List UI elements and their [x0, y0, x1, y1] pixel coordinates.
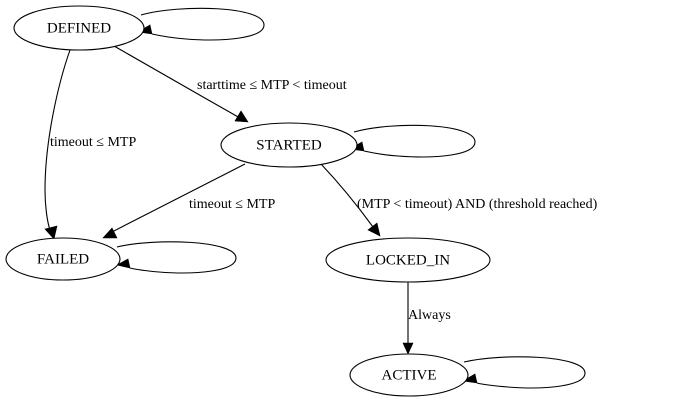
edge-failed-self[interactable]	[116, 241, 237, 274]
started-self-loop-path	[353, 124, 476, 158]
edge-label-defined-to-failed: timeout ≤ MTP	[50, 135, 136, 150]
edge-label-started-to-failed: timeout ≤ MTP	[189, 197, 275, 212]
defined-to-started-arrowhead	[234, 110, 249, 123]
failed-self-arrowhead	[116, 258, 131, 269]
edge-started-self[interactable]	[349, 124, 476, 158]
node-defined[interactable]: DEFINED	[13, 5, 145, 51]
started-to-failed-arrowhead	[102, 227, 118, 239]
node-active[interactable]: ACTIVE	[349, 353, 469, 397]
defined-self-loop-path	[140, 7, 265, 41]
defined-to-failed-path	[44, 49, 71, 231]
defined-to-failed-arrowhead	[44, 225, 58, 240]
edge-defined-to-failed[interactable]: timeout ≤ MTP	[44, 49, 136, 240]
node-active-label: ACTIVE	[382, 367, 437, 383]
node-locked-in-label: LOCKED_IN	[366, 252, 450, 268]
node-failed[interactable]: FAILED	[5, 237, 121, 281]
started-to-locked-in-arrowhead	[367, 222, 381, 237]
edge-active-self[interactable]	[462, 356, 586, 389]
started-to-locked-in-path	[320, 163, 374, 228]
node-active-ellipse	[349, 353, 469, 397]
edge-started-to-locked-in[interactable]: (MTP < timeout) AND (threshold reached)	[320, 163, 598, 237]
node-locked-in-ellipse	[325, 237, 491, 283]
edge-defined-to-started[interactable]: starttime ≤ MTP < timeout	[113, 45, 347, 123]
edge-label-locked-in-to-active: Always	[408, 308, 451, 323]
node-failed-ellipse	[5, 237, 121, 281]
node-failed-label: FAILED	[37, 251, 89, 267]
node-defined-ellipse	[13, 5, 145, 51]
node-started-ellipse	[220, 122, 358, 168]
edge-locked-in-to-active[interactable]: Always	[402, 282, 451, 355]
edge-started-to-failed[interactable]: timeout ≤ MTP	[102, 163, 275, 239]
edge-label-defined-to-started: starttime ≤ MTP < timeout	[197, 78, 347, 93]
node-locked-in[interactable]: LOCKED_IN	[325, 237, 491, 283]
edge-defined-self[interactable]	[137, 7, 265, 41]
failed-self-loop-path	[116, 241, 237, 274]
started-to-failed-path	[111, 163, 246, 233]
defined-to-started-path	[113, 45, 241, 119]
locked-in-to-active-arrowhead	[402, 342, 414, 355]
node-defined-label: DEFINED	[47, 20, 111, 36]
active-self-loop-path	[463, 356, 586, 389]
node-started[interactable]: STARTED	[220, 122, 358, 168]
edge-label-started-to-locked-in: (MTP < timeout) AND (threshold reached)	[357, 197, 598, 212]
node-started-label: STARTED	[256, 137, 322, 153]
